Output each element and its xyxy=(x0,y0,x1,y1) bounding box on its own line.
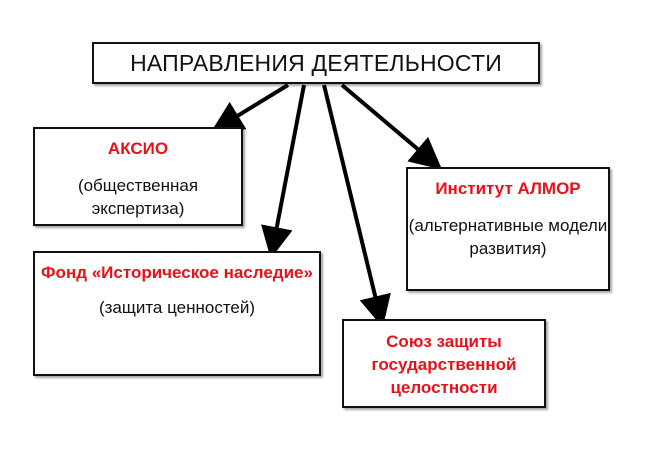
node-aksio-description: (общественная экспертиза) xyxy=(77,176,199,218)
node-almor-name: Институт АЛМОР xyxy=(435,179,581,198)
node-almor: Институт АЛМОР (альтернативные модели ра… xyxy=(406,167,610,291)
node-almor-description: (альтернативные модели развития) xyxy=(408,216,608,258)
node-soyuz: Союз защиты государственной целостности xyxy=(342,319,546,408)
node-fond-name: Фонд «Историческое наследие» xyxy=(41,263,313,282)
node-aksio: АКСИО (общественная экспертиза) xyxy=(33,127,243,226)
arrow-to-almor xyxy=(340,83,443,170)
title-box: НАПРАВЛЕНИЯ ДЕЯТЕЛЬНОСТИ xyxy=(92,42,540,84)
node-soyuz-name: Союз защиты государственной целостности xyxy=(371,332,517,397)
arrow-to-aksio xyxy=(210,83,290,133)
node-fond: Фонд «Историческое наследие» (защита цен… xyxy=(33,251,321,376)
arrow-to-fond xyxy=(261,84,306,259)
arrow-to-soyuz xyxy=(322,84,391,328)
diagram-title: НАПРАВЛЕНИЯ ДЕЯТЕЛЬНОСТИ xyxy=(130,50,502,76)
node-fond-description: (защита ценностей) xyxy=(98,298,256,317)
node-aksio-name: АКСИО xyxy=(107,139,169,158)
